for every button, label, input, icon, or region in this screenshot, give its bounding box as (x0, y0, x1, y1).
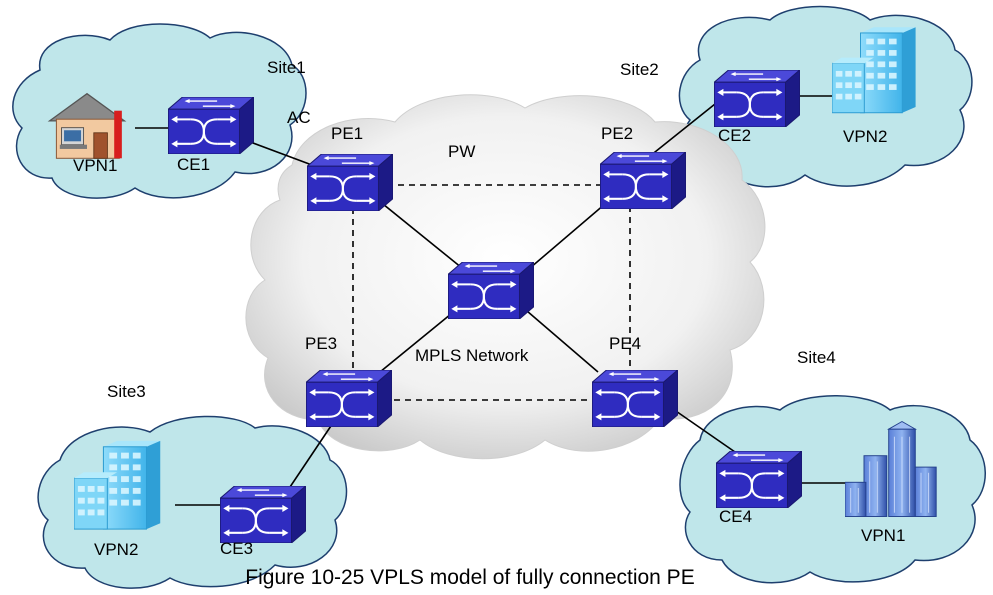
pe3-label: PE3 (305, 334, 337, 353)
vpn1-label-site4: VPN1 (861, 526, 905, 545)
site3-label: Site3 (107, 382, 146, 401)
pw-links (352, 184, 634, 401)
core-switch-icon (448, 262, 534, 319)
ce3-switch-icon (220, 486, 306, 543)
link-ce2-pe2 (644, 99, 721, 161)
ac-label: AC (287, 108, 311, 127)
site4-label: Site4 (797, 348, 836, 367)
pe2-switch-icon (600, 152, 686, 209)
vpn2-label-site3: VPN2 (94, 540, 138, 559)
site2-label: Site2 (620, 60, 659, 79)
figure-caption: Figure 10-25 VPLS model of fully connect… (245, 566, 694, 589)
ce2-switch-icon (714, 70, 800, 127)
pw-label: PW (448, 142, 475, 161)
pe1-label: PE1 (331, 124, 363, 143)
pe4-switch-icon (592, 370, 678, 427)
ce1-switch-icon (168, 97, 254, 154)
ce2-label: CE2 (718, 126, 751, 145)
vpn2-label-site2: VPN2 (843, 127, 887, 146)
pe3-switch-icon (306, 370, 392, 427)
site1-label: Site1 (267, 58, 306, 77)
site1-cloud (12, 23, 307, 199)
link-pe1-core (377, 199, 463, 269)
ce4-label: CE4 (719, 507, 752, 526)
link-pe4-core (519, 304, 599, 373)
ce4-switch-icon (716, 451, 802, 508)
ac-link-ce1-pe1 (244, 139, 321, 169)
mpls-network-label: MPLS Network (415, 346, 529, 365)
link-pe2-core (529, 197, 613, 269)
pe4-label: PE4 (609, 334, 641, 353)
ce3-label: CE3 (220, 539, 253, 558)
pe2-label: PE2 (601, 124, 633, 143)
ce1-label: CE1 (177, 155, 210, 174)
vpn1-label-site1: VPN1 (73, 156, 117, 175)
pe1-switch-icon (307, 154, 393, 211)
